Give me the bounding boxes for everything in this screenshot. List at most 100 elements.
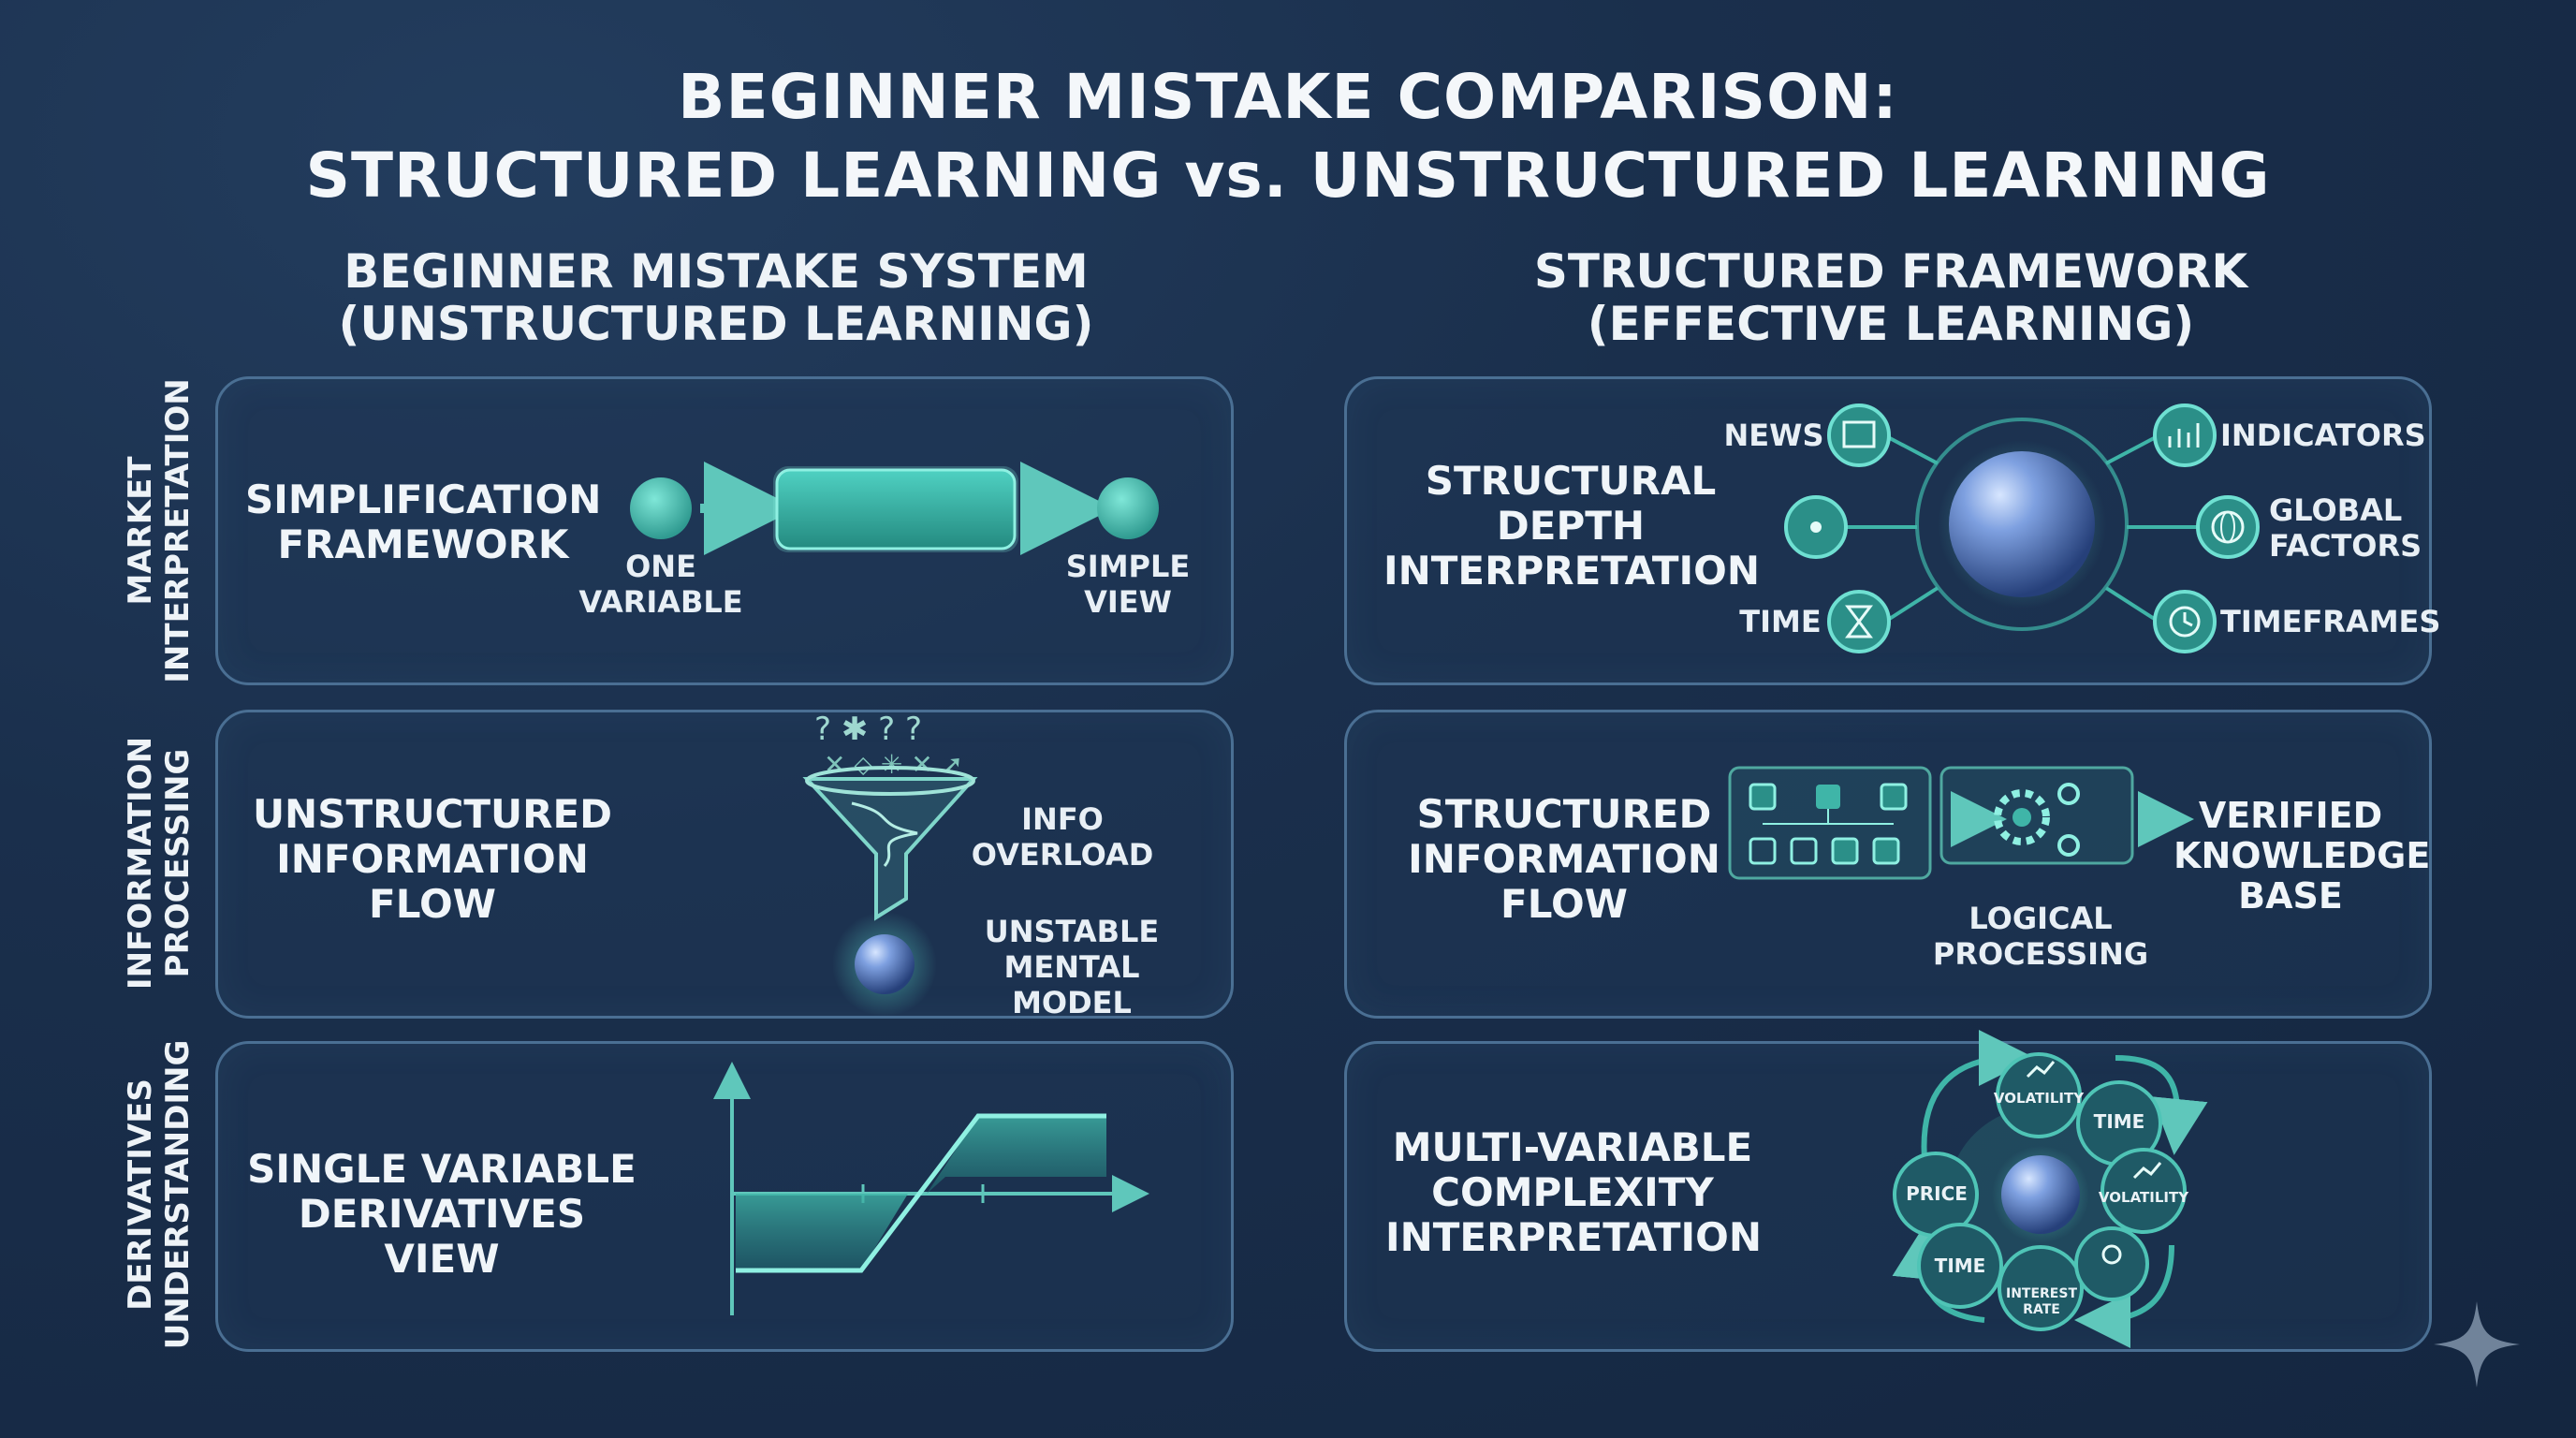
timeframes-label: TIMEFRAMES [2220, 604, 2441, 639]
logical-processing-line-2: PROCESSING [1932, 936, 2149, 972]
one-variable-dot [630, 477, 692, 539]
unstable-mental-model-label: UNSTABLE MENTAL MODEL [945, 914, 1198, 1020]
left-column-header-line-2: (UNSTRUCTURED LEARNING) [338, 297, 1094, 351]
simplification-box [775, 468, 1017, 550]
logical-processing-line-1: LOGICAL [1969, 901, 2113, 936]
page-title: BEGINNER MISTAKE COMPARISON: STRUCTURED … [0, 58, 2576, 215]
global-factors-line-1: GLOBAL [2269, 492, 2403, 528]
unstable-model-sphere-icon [855, 934, 915, 994]
left-column-header: BEGINNER MISTAKE SYSTEM (UNSTRUCTURED LE… [201, 245, 1231, 350]
unstructured-line-3: FLOW [369, 881, 496, 927]
multi-variable-line-3: INTERPRETATION [1385, 1214, 1763, 1260]
unstable-model-line-2: MENTAL MODEL [1003, 949, 1140, 1020]
interest-rate-node [1998, 1245, 2084, 1331]
verified-line-1: VERIFIED [2198, 795, 2383, 836]
panel-single-variable-derivatives [215, 1041, 1234, 1352]
one-variable-line-2: VARIABLE [578, 584, 743, 620]
node-label-volatility-top: VOLATILITY [1993, 1090, 2085, 1107]
node-label-volatility-right: VOLATILITY [2098, 1189, 2189, 1206]
profit-area [927, 1116, 1106, 1194]
checkbox-checked-icon [1749, 783, 1777, 811]
multi-variable-line-1: MULTI-VARIABLE [1392, 1124, 1753, 1170]
multi-variable-line-2: COMPLEXITY [1431, 1169, 1714, 1215]
title-line-2: STRUCTURED LEARNING vs. UNSTRUCTURED LEA… [305, 139, 2271, 212]
verified-line-2: KNOWLEDGE [2174, 835, 2431, 876]
gear-icon [2057, 783, 2080, 805]
loss-area [736, 1194, 908, 1270]
node-label-time-top: TIME [2093, 1110, 2145, 1133]
volatility-node [2100, 1148, 2187, 1234]
title-line-1: BEGINNER MISTAKE COMPARISON: [678, 61, 1898, 133]
central-sphere-icon [2001, 1155, 2080, 1234]
central-sphere-icon [1949, 451, 2095, 597]
one-variable-line-1: ONE [625, 549, 696, 584]
right-column-header-line-1: STRUCTURED FRAMEWORK [1533, 244, 2248, 299]
unstructured-information-flow-label: UNSTRUCTURED INFORMATION FLOW [245, 792, 620, 927]
global-factors-line-2: FACTORS [2269, 528, 2422, 564]
gear-icon [1994, 789, 2050, 845]
processing-box [1939, 766, 2134, 865]
derivatives-payoff-chart [713, 1062, 1149, 1315]
simplification-framework-label: SIMPLIFICATION FRAMEWORK [245, 477, 601, 567]
unstructured-line-2: INFORMATION [276, 836, 589, 882]
simplification-line-2: FRAMEWORK [277, 521, 569, 567]
time-node [1917, 1223, 2003, 1309]
right-column-header-line-2: (EFFECTIVE LEARNING) [1587, 297, 2195, 351]
news-label: NEWS [1723, 418, 1824, 453]
panel-multi-variable-complexity [1344, 1041, 2432, 1352]
structured-line-2: INFORMATION [1408, 836, 1720, 882]
sparkle-icon [2434, 1301, 2520, 1387]
trend-icon [2026, 1061, 2056, 1078]
info-overload-line-1: INFO [1021, 801, 1104, 837]
info-overload-line-2: OVERLOAD [971, 837, 1154, 873]
simple-view-label: SIMPLE VIEW [1039, 549, 1217, 620]
structured-line-3: FLOW [1500, 881, 1628, 927]
trend-icon [2132, 1162, 2162, 1180]
node-label-time-bottom: TIME [1934, 1255, 1986, 1277]
coin-icon [2101, 1244, 2122, 1265]
simplification-flow-graphic [630, 462, 1159, 555]
left-column-header-line-1: BEGINNER MISTAKE SYSTEM [344, 244, 1089, 299]
structural-depth-line-2: DEPTH [1496, 503, 1646, 549]
structured-line-1: STRUCTURED [1416, 791, 1712, 837]
globe-icon [2196, 495, 2260, 559]
single-variable-line-1: SINGLE VARIABLE [247, 1146, 637, 1192]
unstructured-line-1: UNSTRUCTURED [252, 791, 613, 837]
simplification-line-1: SIMPLIFICATION [245, 477, 602, 522]
time-label: TIME [1739, 604, 1822, 639]
right-column-header: STRUCTURED FRAMEWORK (EFFECTIVE LEARNING… [1376, 245, 2406, 350]
structured-information-flow-label: STRUCTURED INFORMATION FLOW [1391, 792, 1737, 927]
one-variable-label: ONE VARIABLE [567, 549, 754, 620]
single-variable-line-2: DERIVATIVES VIEW [298, 1191, 586, 1282]
panel-unstructured-information-flow [215, 710, 1234, 1019]
logical-processing-label: LOGICAL PROCESSING [1928, 901, 2153, 972]
svg-text:✕ ⬦ ✳ ✕ ➚: ✕ ⬦ ✳ ✕ ➚ [824, 749, 963, 780]
svg-text:? ✱ ? ?: ? ✱ ? ? [814, 711, 922, 748]
indicators-chart-icon [2153, 404, 2217, 467]
news-icon [1827, 404, 1891, 467]
node-label-price: PRICE [1906, 1182, 1968, 1205]
volatility-node [1996, 1052, 2082, 1138]
structural-depth-label: STRUCTURAL DEPTH INTERPRETATION [1383, 458, 1760, 594]
gear-icon [2057, 834, 2080, 857]
simple-view-line-2: VIEW [1084, 584, 1172, 620]
unstable-model-line-1: UNSTABLE [984, 914, 1160, 949]
structural-depth-graphic [1784, 404, 2260, 653]
structural-depth-line-1: STRUCTURAL [1425, 458, 1717, 504]
multi-variable-label: MULTI-VARIABLE COMPLEXITY INTERPRETATION [1385, 1124, 1763, 1260]
verified-line-3: BASE [2238, 875, 2343, 917]
structured-flow-graphic [1728, 766, 2194, 880]
verified-knowledge-base-label: VERIFIED KNOWLEDGE BASE [2174, 795, 2431, 917]
simple-view-line-1: SIMPLE [1065, 549, 1191, 584]
interest-rate-line-1: INTEREST [2005, 1286, 2077, 1301]
node-label-interest-rate: INTEREST RATE [1999, 1286, 2084, 1318]
indicators-label: INDICATORS [2220, 418, 2426, 453]
funnel-icon: ? ✱ ? ? ✕ ⬦ ✳ ✕ ➚ [802, 711, 978, 1017]
payoff-line [736, 1113, 1106, 1273]
interest-rate-line-2: RATE [2023, 1302, 2060, 1317]
node-icon [1816, 785, 1840, 809]
funnel-body [802, 777, 978, 921]
checkbox-checked-icon [1880, 783, 1908, 811]
single-variable-derivatives-label: SINGLE VARIABLE DERIVATIVES VIEW [245, 1147, 638, 1282]
